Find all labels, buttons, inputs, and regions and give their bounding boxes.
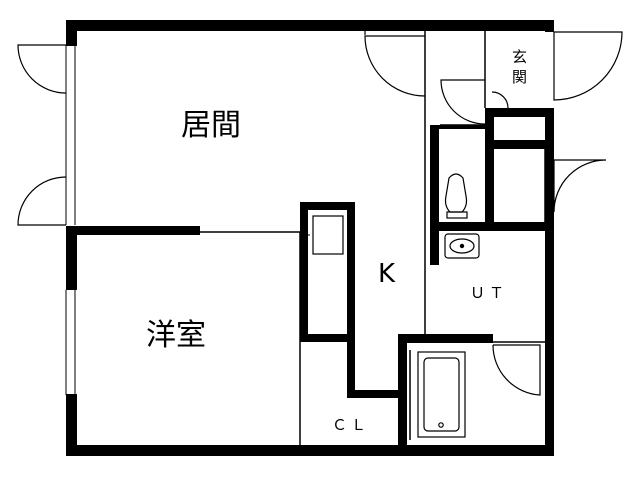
thick-walls: [66, 20, 554, 456]
door-left-upper: [17, 44, 67, 94]
fixtures: [312, 173, 480, 438]
room-label-entrance-1: 玄: [512, 48, 527, 66]
door-living: [364, 31, 426, 97]
room-label-living: 居間: [181, 108, 241, 143]
washbasin: [444, 233, 480, 259]
doors: [17, 31, 623, 396]
door-toilet: [440, 79, 486, 125]
room-label-kitchen: K: [378, 259, 396, 289]
toilet: [444, 173, 468, 219]
bathtub: [417, 351, 466, 438]
door-entrance: [553, 31, 623, 101]
room-label-closet: ＣＬ: [332, 416, 370, 434]
room-label-entrance-2: 関: [512, 68, 527, 86]
door-entrance-inner: [491, 91, 509, 109]
refrigerator: [312, 215, 344, 255]
door-bath: [492, 344, 541, 396]
room-label-western: 洋室: [146, 318, 206, 353]
door-right: [553, 159, 607, 213]
door-left-lower: [17, 176, 67, 226]
room-label-utility: ＵＴ: [470, 284, 508, 302]
